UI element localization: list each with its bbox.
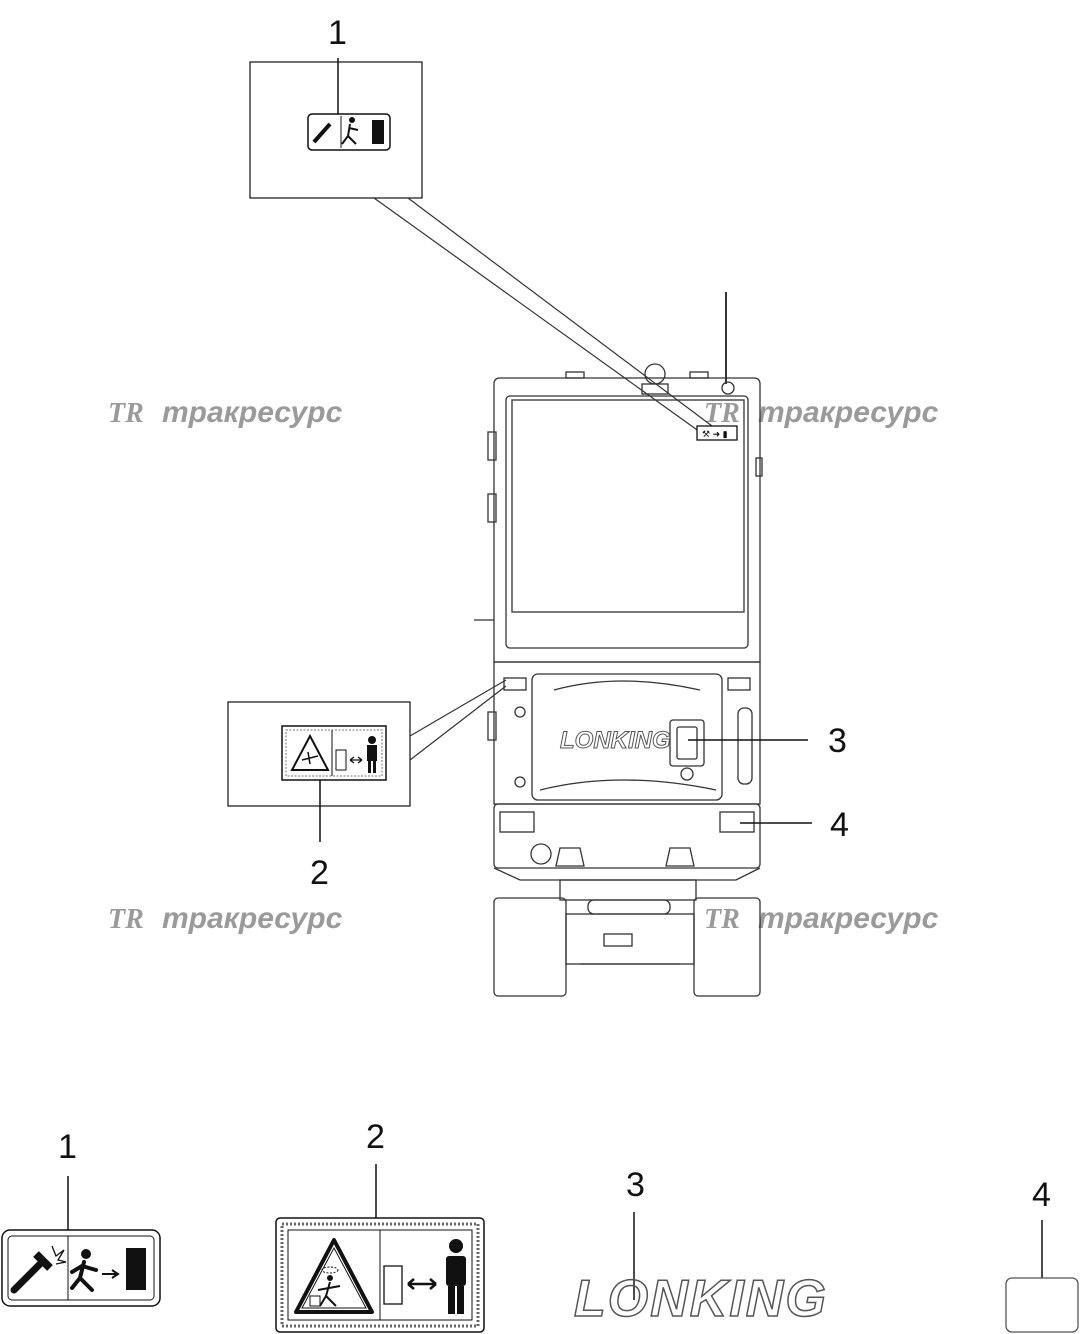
legend-item-4: 4: [1005, 1176, 1079, 1333]
watermark-text: тракресурс: [162, 396, 343, 429]
keep-distance-arrow-icon: [407, 1278, 437, 1290]
legend-label-2: 2: [366, 1118, 385, 1156]
watermark-logo: TR: [108, 904, 144, 935]
hammer-break-glass-icon: [10, 1245, 67, 1294]
legend-label-3: 3: [626, 1166, 645, 1204]
blank-plate-part: [1005, 1277, 1079, 1333]
callout-label-4: 4: [830, 806, 849, 844]
legend-label-1: 1: [58, 1128, 77, 1166]
watermark-logo: TR: [704, 904, 740, 935]
watermark-logo: TR: [108, 398, 144, 429]
callout-label-2: 2: [310, 854, 329, 892]
legend-label-4: 4: [1032, 1176, 1051, 1214]
watermark-text: тракресурс: [162, 902, 343, 935]
running-person-icon: [70, 1249, 98, 1292]
excavator-rear-view: ⚒ ➜ ▮: [474, 292, 763, 997]
watermark-bottom-left: TR тракресурс: [108, 902, 343, 935]
detail-box-decal-1: 1: [249, 14, 721, 433]
watermark-top-right: TR тракресурс: [704, 396, 939, 429]
decal-2-small: [281, 725, 387, 781]
brand-logo-on-machine: LONKING: [560, 727, 671, 754]
watermark-bottom-right: TR тракресурс: [704, 902, 939, 935]
watermark-text: тракресурс: [758, 902, 939, 935]
brand-logo-part: LONKING: [574, 1270, 828, 1328]
callout-label-1: 1: [328, 14, 347, 52]
crush-hazard-triangle-icon: [294, 1238, 374, 1314]
callout-3: 3: [688, 722, 847, 760]
decal-1-small: [307, 113, 391, 151]
svg-text:⚒ ➜ ▮: ⚒ ➜ ▮: [702, 429, 728, 439]
standing-person-icon: [446, 1239, 466, 1314]
callout-label-3: 3: [828, 722, 847, 760]
legend-item-3: 3 LONKING: [573, 1166, 828, 1329]
decal-2-large: [275, 1217, 485, 1333]
decal-1-large: [1, 1229, 161, 1307]
watermark-text: тракресурс: [758, 396, 939, 429]
callout-4: 4: [740, 806, 849, 844]
exit-door-icon: [102, 1248, 146, 1290]
legend-item-1: 1: [1, 1128, 161, 1307]
watermark-top-left: TR тракресурс: [108, 396, 343, 429]
legend-item-2: 2: [275, 1118, 485, 1333]
detail-box-decal-2: 2: [227, 679, 507, 892]
